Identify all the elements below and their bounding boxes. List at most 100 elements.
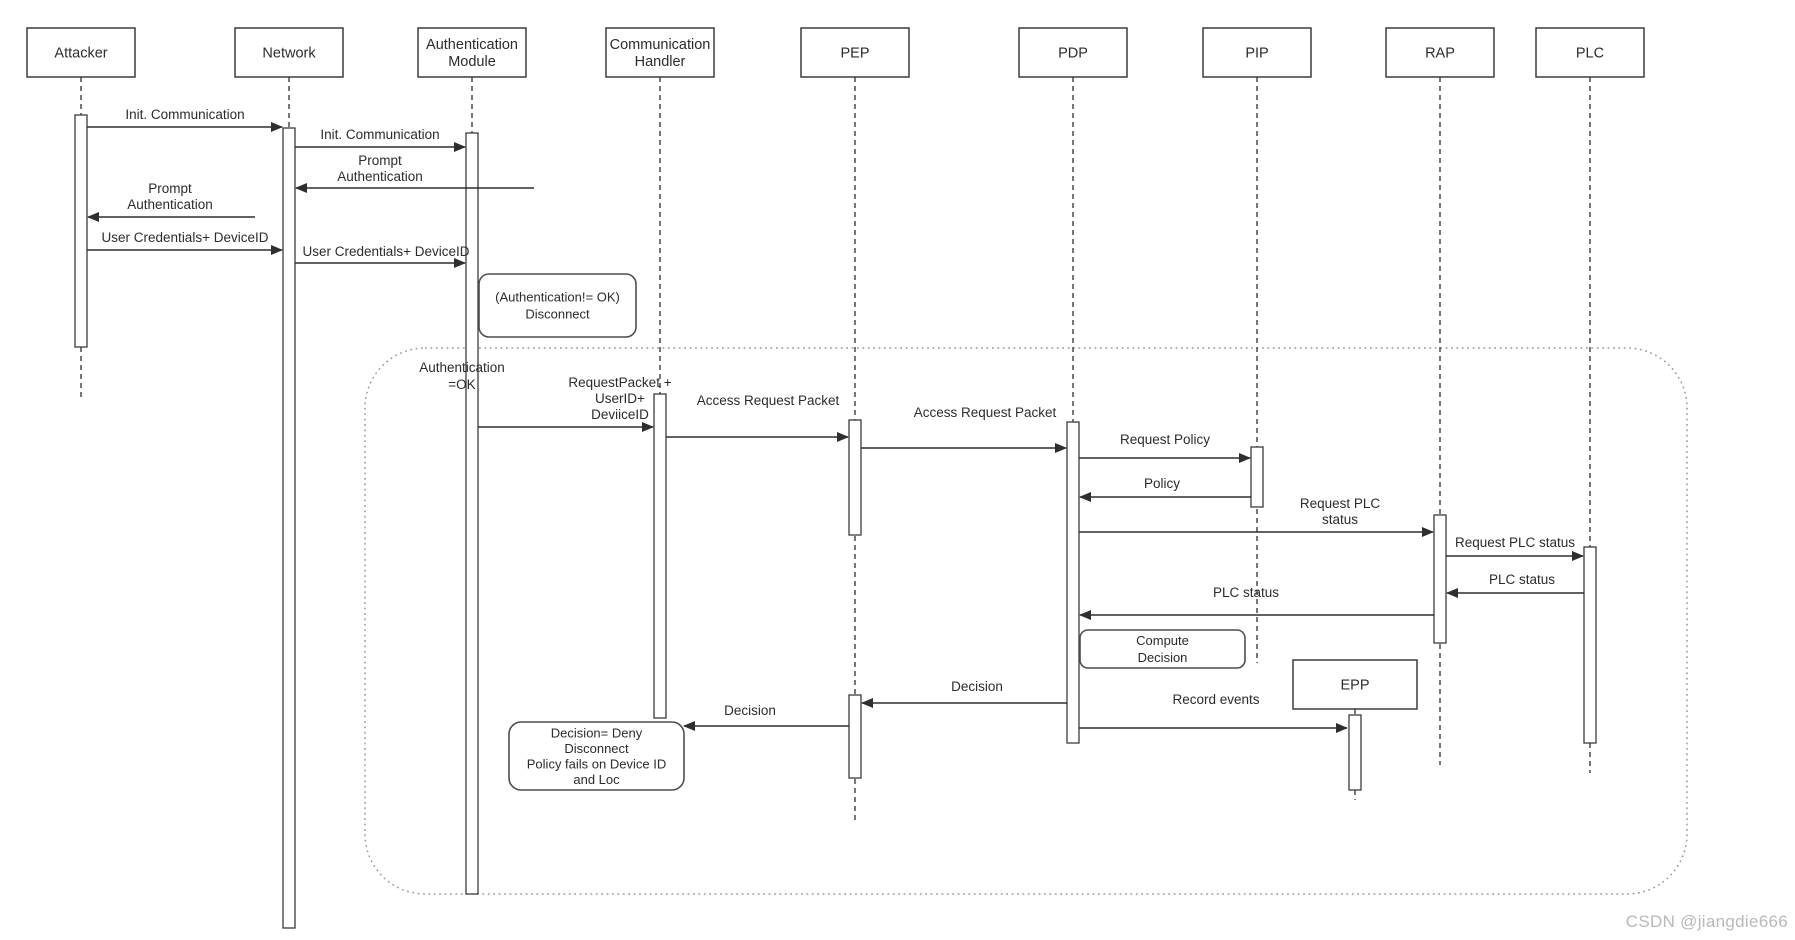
message: Record events [1079, 692, 1348, 733]
message-label: RequestPacket + [568, 375, 671, 390]
participant-label: Handler [635, 54, 686, 70]
note-text: and Loc [573, 772, 620, 787]
message: Init. Communication [87, 107, 283, 132]
message-label: DeviiceID [591, 407, 649, 422]
participant-epp: EPP [1292, 659, 1418, 800]
message-label: Access Request Packet [697, 393, 840, 408]
participant-box [1292, 659, 1418, 710]
participant-label: Attacker [54, 46, 107, 62]
message: User Credentials+ DeviceID [87, 230, 283, 255]
message-label: Decision [724, 703, 776, 718]
activation-bar [653, 393, 667, 719]
message-label: Authentication [127, 197, 213, 212]
message-label: Authentication [337, 169, 423, 184]
message-label: Request PLC status [1455, 535, 1575, 550]
activation-bar [1250, 446, 1264, 508]
message-label: Prompt [148, 181, 192, 196]
activation-bar [74, 114, 88, 348]
activation-bar [1433, 514, 1447, 644]
participant-attacker: Attacker [26, 27, 136, 397]
free-label-text: =OK [448, 377, 475, 392]
message: PLC status [1079, 585, 1434, 620]
participant-label: Module [448, 54, 496, 70]
activation-bar [1583, 546, 1597, 744]
note-text: Decision= Deny [551, 725, 643, 740]
message: Access Request Packet [861, 405, 1067, 453]
activation-bar [465, 132, 479, 895]
participant-box [26, 27, 136, 78]
participant-plc: PLC [1535, 27, 1645, 773]
message-label: PLC status [1213, 585, 1279, 600]
participant-label: PIP [1245, 46, 1268, 62]
note-text: Compute [1136, 633, 1189, 648]
message-label: Record events [1172, 692, 1259, 707]
participant-label: Authentication [426, 37, 518, 53]
participant-label: Communication [610, 37, 711, 53]
participant-box [417, 27, 527, 78]
note-text: Policy fails on Device ID [527, 756, 666, 771]
participant-label: PLC [1576, 46, 1604, 62]
message: Request PLC status [1446, 535, 1584, 561]
message-label: Init. Communication [125, 107, 244, 122]
note-text: Disconnect [525, 307, 590, 322]
message: Decision [683, 703, 849, 731]
participant-label: PEP [840, 46, 869, 62]
activation-bar [282, 127, 296, 929]
message-label: User Credentials+ DeviceID [303, 244, 470, 259]
participant-box [1018, 27, 1128, 78]
participant-label: EPP [1340, 678, 1369, 694]
message-label: Request PLC [1300, 496, 1381, 511]
message: User Credentials+ DeviceID [295, 244, 470, 268]
message-label: Decision [951, 679, 1003, 694]
message-label: Policy [1144, 476, 1180, 491]
free-label-text: Authentication [419, 360, 505, 375]
note-text: (Authentication!= OK) [495, 290, 620, 305]
participant-box [1535, 27, 1645, 78]
participant-label: PDP [1058, 46, 1088, 62]
activation-bar [848, 419, 862, 536]
participant-box [1385, 27, 1495, 78]
message: Request Policy [1079, 432, 1251, 463]
message: PLC status [1446, 572, 1584, 598]
participant-pip: PIP [1202, 27, 1312, 663]
note-text: Disconnect [564, 741, 629, 756]
message-label: Init. Communication [320, 127, 439, 142]
free-label: Authentication =OK [419, 360, 505, 392]
participant-box [234, 27, 344, 78]
message: Init. Communication [295, 127, 466, 152]
participant-pep: PEP [800, 27, 910, 822]
participant-network: Network [234, 27, 344, 929]
message-label: Request Policy [1120, 432, 1210, 447]
participant-label: Network [262, 46, 316, 62]
note-box [478, 273, 637, 338]
message: RequestPacket +UserID+DeviiceID [478, 375, 672, 432]
activation-bar [1348, 714, 1362, 791]
message-label: User Credentials+ DeviceID [102, 230, 269, 245]
message: Policy [1079, 476, 1251, 502]
watermark: CSDN @jiangdie666 [1625, 912, 1788, 931]
participant-label: RAP [1425, 46, 1455, 62]
note-text: Decision [1138, 650, 1188, 665]
note-box [508, 721, 685, 791]
note-box [1079, 629, 1246, 669]
participant-box [800, 27, 910, 78]
message-label: Prompt [358, 153, 402, 168]
message-label: PLC status [1489, 572, 1555, 587]
activation-bar [848, 694, 862, 779]
fragment-frame [364, 347, 1688, 895]
message-label: status [1322, 512, 1358, 527]
message: Decision [861, 679, 1067, 708]
participant-box [1202, 27, 1312, 78]
note: (Authentication!= OK) Disconnect [478, 273, 637, 338]
activation-bar [1066, 421, 1080, 744]
participant-box [605, 27, 715, 78]
